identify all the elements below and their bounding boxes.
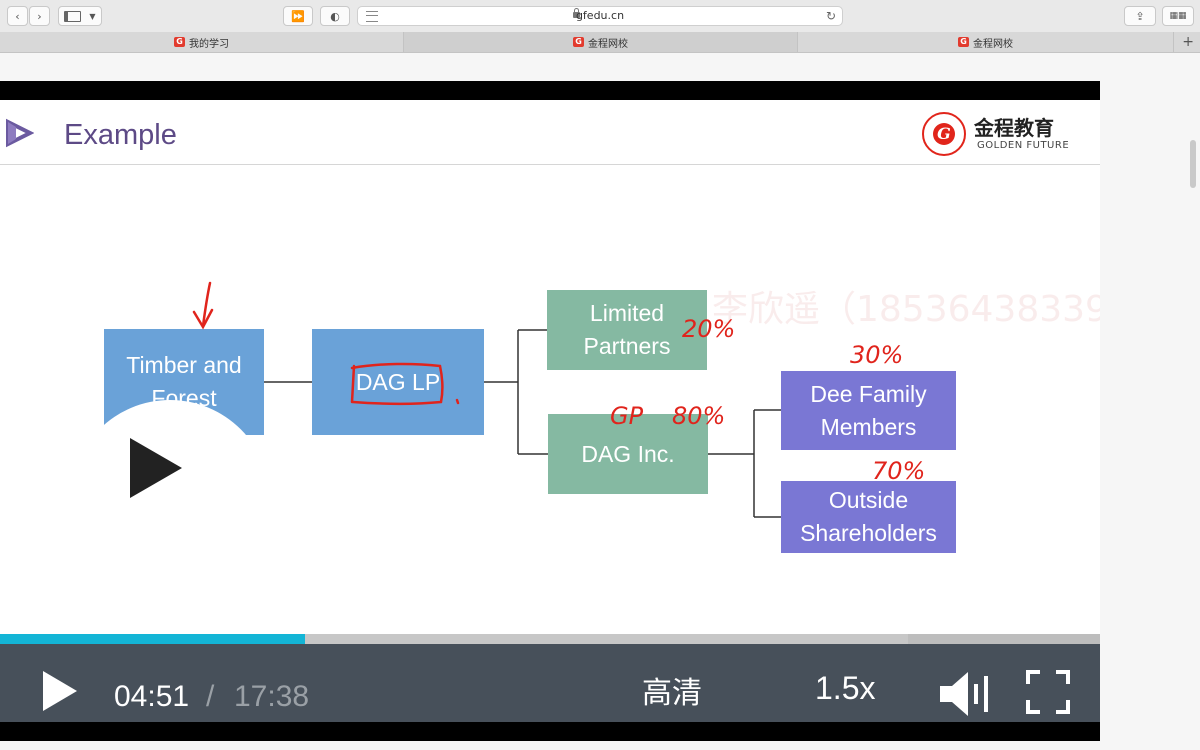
gp-label: GP: [610, 402, 644, 430]
gp-percentage: 80%: [672, 402, 725, 430]
buffered-bar: [0, 634, 908, 644]
browser-toolbar: ‹ › ▼ ⏩ ◐ gfedu.cn ↻ ⇪ ▦▦: [0, 0, 1200, 33]
extension-button[interactable]: ⏩: [283, 6, 313, 26]
duration: 17:38: [234, 680, 310, 713]
control-bar: 04:51 / 17:38 高清 1.5x: [0, 644, 1100, 722]
back-button[interactable]: ‹: [7, 6, 28, 26]
watermark-text: 李欣遥（18536438339: [712, 289, 1100, 330]
share-button[interactable]: ⇪: [1124, 6, 1156, 26]
share-icon: ⇪: [1135, 9, 1145, 23]
current-time: 04:51: [114, 680, 190, 713]
brand-logo-icon: G: [174, 37, 185, 47]
forward-button[interactable]: ›: [29, 6, 50, 26]
annotation-text: 20% GP 80% 30% 70%: [610, 315, 925, 485]
brand-logo-icon: G: [958, 37, 969, 47]
lock-icon: [573, 8, 580, 18]
page-scrollbar[interactable]: [1190, 140, 1196, 188]
tab-bar: G 我的学习 G 金程网校 G 金程网校 +: [0, 32, 1200, 53]
tab-label: 我的学习: [189, 38, 229, 50]
fast-forward-icon: ⏩: [291, 9, 305, 23]
new-tab-icon[interactable]: +: [1182, 34, 1194, 50]
url-text: gfedu.cn: [575, 9, 625, 22]
tab-label: 金程网校: [588, 38, 628, 50]
outside-shareholders-box: Outside Shareholders: [781, 481, 956, 553]
progress-fill: [0, 634, 305, 644]
brand-name-en: GOLDEN FUTURE: [977, 140, 1070, 151]
reader-icon[interactable]: [366, 11, 378, 22]
limited-partners-box: Limited Partners: [547, 290, 707, 370]
time-separator: /: [206, 680, 215, 713]
reload-icon[interactable]: ↻: [825, 9, 836, 23]
seal-icon: G: [922, 112, 966, 156]
dag-inc-box: DAG Inc.: [548, 414, 708, 494]
tab-gfedu-2[interactable]: G 金程网校: [798, 32, 1174, 52]
divider: [0, 164, 1100, 165]
grid-icon: ▦▦: [1169, 11, 1187, 21]
sidebar-toggle-button[interactable]: ▼: [58, 6, 102, 26]
brand-logo: G 金程教育 GOLDEN FUTURE: [922, 110, 1092, 160]
half-shield-icon: ◐: [330, 9, 340, 23]
tab-label: 金程网校: [973, 38, 1013, 50]
seek-bar[interactable]: [0, 634, 1100, 644]
video-player[interactable]: Example G 金程教育 GOLDEN FUTURE 李欣遥（1853643…: [0, 81, 1100, 741]
brand-logo-icon: G: [573, 37, 584, 47]
dee-family-box: Dee Family Members: [781, 371, 956, 450]
sidebar-icon: [64, 10, 82, 22]
tab-gfedu-1[interactable]: G 金程网校: [404, 32, 798, 52]
tab-overview-button[interactable]: ▦▦: [1162, 6, 1194, 26]
dee-percentage: 30%: [850, 341, 903, 369]
lp-percentage: 20%: [682, 315, 735, 343]
slide-logo-icon: [6, 118, 34, 148]
org-connectors: [264, 329, 781, 518]
play-icon[interactable]: [128, 436, 184, 500]
video-frame: Example G 金程教育 GOLDEN FUTURE 李欣遥（1853643…: [0, 100, 1100, 645]
play-overlay[interactable]: [70, 400, 270, 600]
chevron-down-icon: ▼: [89, 11, 96, 21]
shield-button[interactable]: ◐: [320, 6, 350, 26]
address-bar[interactable]: gfedu.cn ↻: [357, 6, 843, 26]
dag-lp-box: DAG LP: [312, 329, 484, 435]
quality-button[interactable]: 高清: [642, 676, 702, 711]
slide-title: Example: [64, 119, 177, 151]
play-button[interactable]: [40, 668, 80, 714]
chevron-right-icon: ›: [37, 9, 42, 23]
chevron-left-icon: ‹: [15, 9, 20, 23]
speed-button[interactable]: 1.5x: [815, 670, 876, 706]
volume-button[interactable]: [938, 668, 994, 720]
fullscreen-button[interactable]: [1026, 670, 1070, 714]
outside-percentage: 70%: [872, 457, 925, 485]
brand-name-cn: 金程教育: [974, 116, 1054, 140]
tab-my-study[interactable]: G 我的学习: [0, 32, 404, 52]
